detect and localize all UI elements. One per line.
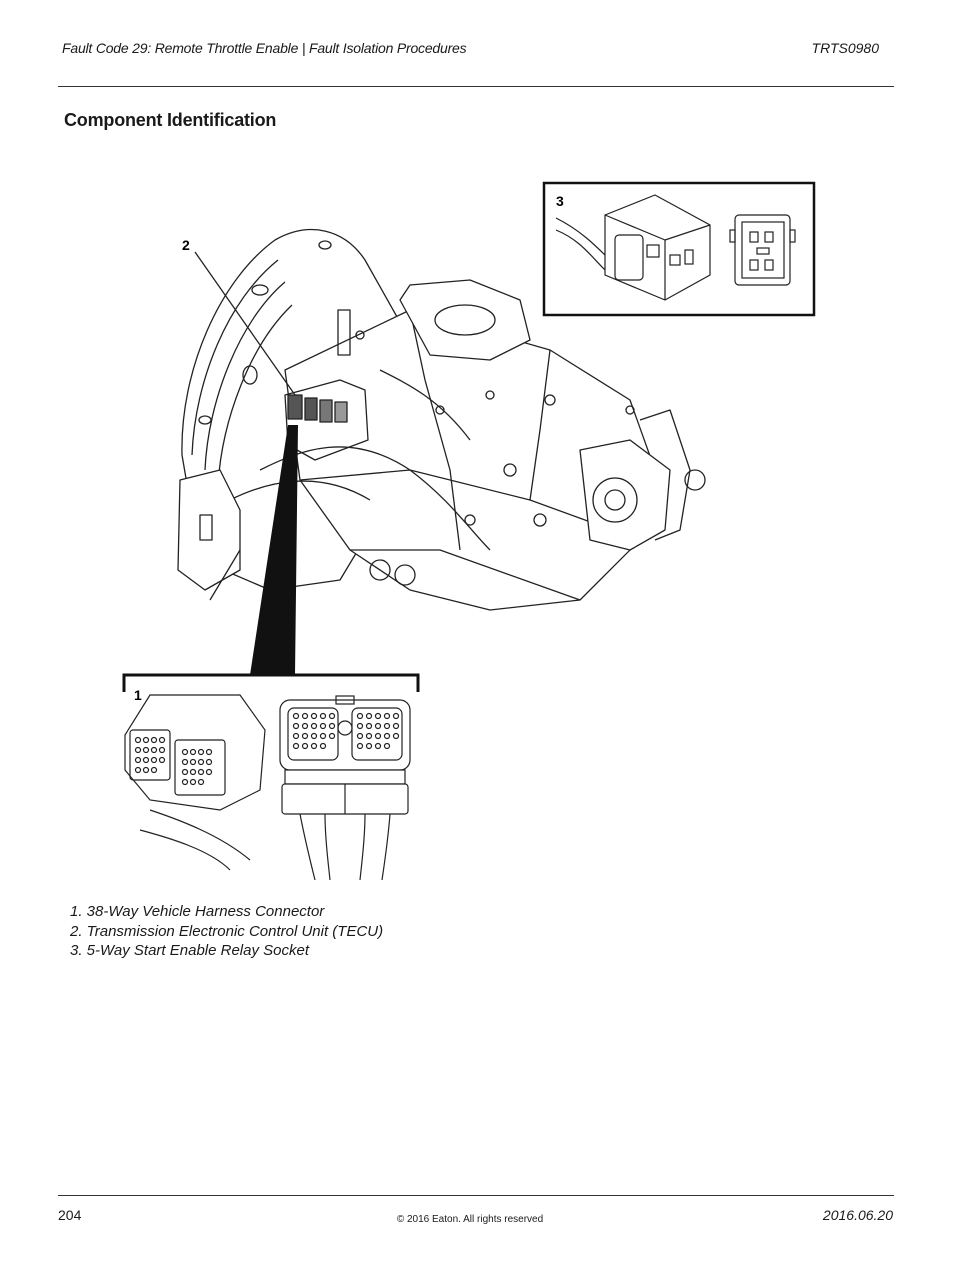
caption-item: 2. Transmission Electronic Control Unit … xyxy=(70,922,384,940)
caption-list: 1. 38-Way Vehicle Harness Connector 2. T… xyxy=(70,902,383,961)
callout-2-label: 2 xyxy=(182,237,190,253)
copyright: © 2016 Eaton. All rights reserved xyxy=(396,1214,544,1225)
revision-date: 2016.06.20 xyxy=(822,1207,893,1223)
header-title: Fault Code 29: Remote Throttle Enable | … xyxy=(62,40,467,56)
harness-connector-inset: 1 xyxy=(122,673,420,881)
callout-2-leader xyxy=(194,251,296,396)
header-divider xyxy=(58,86,894,87)
relay-socket-inset: 3 xyxy=(542,181,816,317)
callout-1-label: 1 xyxy=(134,687,142,703)
footer-divider xyxy=(58,1195,894,1196)
header-doc-code: TRTS0980 xyxy=(811,40,879,56)
pin-grid-left xyxy=(134,736,213,786)
section-title: Component Identification xyxy=(64,110,277,130)
caption-item: 1. 38-Way Vehicle Harness Connector xyxy=(70,903,325,920)
transmission-drawing xyxy=(177,228,706,611)
page-number: 204 xyxy=(58,1207,82,1223)
callout-1-wedge xyxy=(250,425,298,675)
callout-3-label: 3 xyxy=(556,193,564,209)
component-figure: 2 3 1 xyxy=(122,181,816,881)
caption-item: 3. 5-Way Start Enable Relay Socket xyxy=(70,942,310,959)
pin-grid-front xyxy=(292,712,400,750)
